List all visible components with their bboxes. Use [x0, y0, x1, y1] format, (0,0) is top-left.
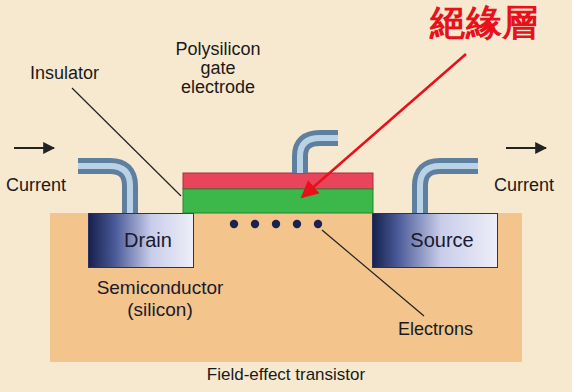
source-wire-highlight	[420, 166, 478, 213]
gate-wire-highlight	[300, 138, 338, 173]
current-arrow	[14, 147, 54, 149]
part-label: Electrons	[398, 320, 498, 339]
gate-wire	[300, 138, 338, 173]
region-label: Semiconductor (silicon)	[80, 277, 240, 321]
semiconductor-body: Semiconductor (silicon) Drain Source	[50, 213, 522, 362]
drain-wire	[78, 166, 130, 213]
drain-region: Drain	[88, 213, 194, 268]
current-label: Current	[6, 176, 86, 195]
insulator-leader	[72, 88, 181, 196]
region-label: Drain	[110, 229, 172, 252]
part-label: Polysilicon gate electrode	[168, 40, 268, 97]
red-callout-arrow	[302, 54, 466, 197]
chinese-callout: 絕緣層	[430, 4, 570, 42]
part-label: Insulator	[30, 64, 140, 83]
source-region: Source	[372, 213, 498, 268]
current-label: Current	[494, 176, 570, 195]
region-label: Source	[396, 229, 473, 252]
source-wire	[420, 166, 478, 213]
drain-wire-highlight	[78, 166, 130, 213]
current-arrow	[506, 147, 546, 149]
caption: Field-effect transistor	[0, 366, 572, 384]
wires	[78, 138, 478, 213]
gate-electrode	[183, 173, 373, 189]
insulator-layer	[183, 189, 373, 213]
